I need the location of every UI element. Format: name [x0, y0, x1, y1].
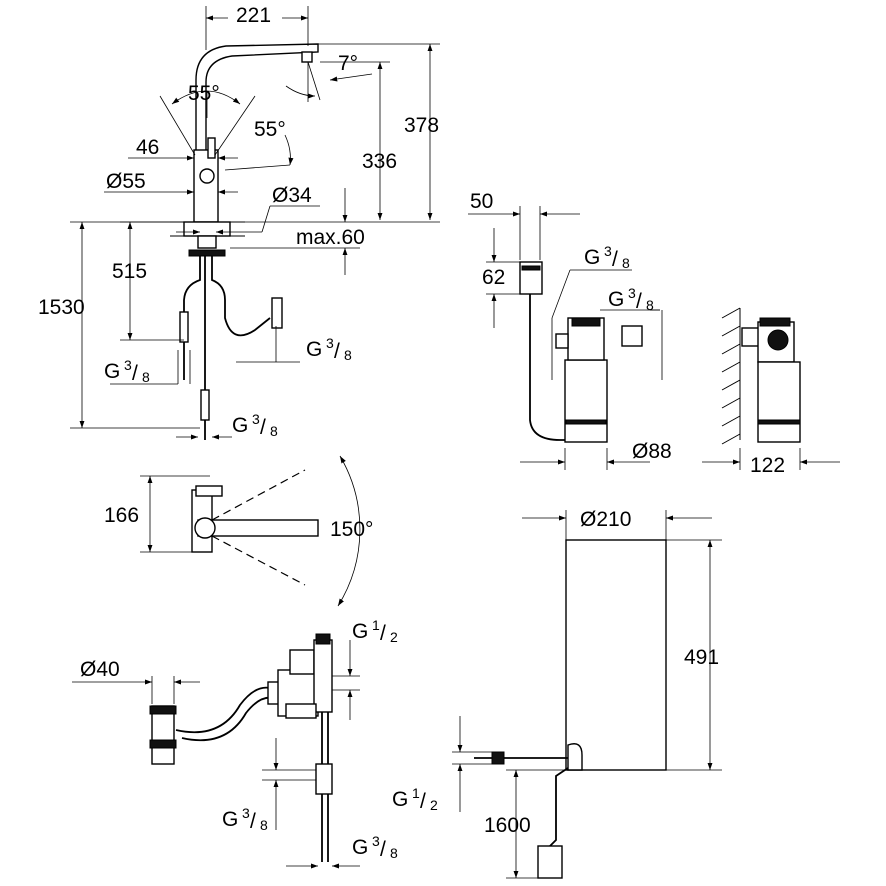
dim-lever-angle-left: 55°: [188, 82, 220, 105]
svg-text:1: 1: [372, 617, 380, 633]
dim-filter-wall-distance: 122: [750, 454, 785, 477]
dim-filter-diameter: Ø88: [632, 440, 672, 463]
dim-lever-angle-right: 55°: [254, 118, 286, 141]
thread-label-valve-top: G 1 / 2: [352, 617, 398, 645]
svg-text:G: G: [104, 360, 120, 383]
boiler-tank: [565, 539, 667, 771]
dim-spout-reach: 221: [236, 4, 271, 27]
filter-cartridge: [564, 359, 608, 443]
dim-hose-depth: 515: [112, 260, 147, 283]
dim-boiler-height: 491: [684, 646, 719, 669]
dim-hole-diameter: Ø34: [272, 184, 312, 207]
svg-text:/: /: [380, 622, 386, 645]
svg-text:8: 8: [142, 369, 150, 385]
valve-drain-assembly: [72, 633, 360, 869]
svg-text:8: 8: [270, 423, 278, 439]
spout-outlet: [301, 51, 313, 63]
svg-text:8: 8: [344, 347, 352, 363]
dim-deck-thickness: max.60: [296, 226, 365, 249]
dim-filter-head-height: 62: [482, 266, 505, 289]
dim-filter-head-width: 50: [470, 190, 493, 213]
svg-text:/: /: [420, 790, 426, 813]
svg-text:G: G: [608, 288, 624, 311]
thread-label-faucet-bottom: G 3 / 8: [232, 411, 278, 439]
svg-text:G: G: [232, 414, 248, 437]
svg-text:/: /: [132, 362, 138, 385]
faucet-spout: [195, 43, 319, 156]
dim-height-spout: 336: [362, 150, 397, 173]
dim-boiler-diameter: Ø210: [580, 508, 631, 531]
dim-body-diameter: Ø55: [106, 170, 146, 193]
svg-text:/: /: [260, 416, 266, 439]
thread-label-filter-valve: G 3 / 8: [608, 285, 654, 313]
dim-tilt-angle: 7°: [338, 52, 358, 75]
svg-text:G: G: [306, 338, 322, 361]
svg-text:3: 3: [242, 805, 250, 821]
thread-label-boiler-left: G 1 / 2: [392, 785, 438, 813]
svg-text:/: /: [380, 838, 386, 861]
svg-text:3: 3: [372, 833, 380, 849]
faucet-body: [193, 149, 219, 223]
svg-text:3: 3: [124, 357, 132, 373]
svg-text:2: 2: [430, 797, 438, 813]
svg-text:G: G: [222, 808, 238, 831]
boiler-view: [452, 510, 722, 879]
svg-text:3: 3: [252, 411, 260, 427]
svg-text:/: /: [612, 248, 618, 271]
svg-text:/: /: [250, 810, 256, 833]
thread-label-valve-bottom: G 3 / 8: [352, 833, 398, 861]
faucet-knob: [199, 168, 215, 184]
svg-text:2: 2: [390, 629, 398, 645]
thread-label-filter-top: G 3 / 8: [584, 243, 630, 271]
svg-text:G: G: [392, 788, 408, 811]
dim-swivel-depth: 166: [104, 504, 139, 527]
faucet-side-view: [70, 6, 440, 440]
svg-text:G: G: [352, 836, 368, 859]
svg-text:8: 8: [646, 297, 654, 313]
dim-swivel-angle: 150°: [330, 518, 373, 541]
dim-hose-total: 1530: [38, 296, 85, 319]
svg-text:G: G: [584, 246, 600, 269]
thread-label-faucet-right: G 3 / 8: [306, 335, 352, 363]
thread-label-valve-left: G 3 / 8: [222, 805, 268, 833]
faucet-hoses: [183, 256, 201, 380]
svg-text:3: 3: [326, 335, 334, 351]
dim-height-total: 378: [404, 114, 439, 137]
svg-text:8: 8: [390, 845, 398, 861]
filter-front-view: [468, 206, 663, 470]
svg-text:3: 3: [604, 243, 612, 259]
svg-text:8: 8: [260, 817, 268, 833]
svg-text:8: 8: [622, 255, 630, 271]
faucet-top-view: [140, 455, 361, 607]
thread-label-faucet-left: G 3 / 8: [104, 357, 150, 385]
svg-text:3: 3: [628, 285, 636, 301]
svg-text:/: /: [334, 340, 340, 363]
svg-text:/: /: [636, 290, 642, 313]
filter-side-view: [702, 307, 840, 470]
dim-lever-offset: 46: [136, 136, 159, 159]
dim-drain-diameter: Ø40: [80, 658, 120, 681]
dim-cable-length: 1600: [484, 814, 531, 837]
svg-text:1: 1: [412, 785, 420, 801]
faucet-lever: [207, 137, 216, 159]
svg-text:G: G: [352, 620, 368, 643]
